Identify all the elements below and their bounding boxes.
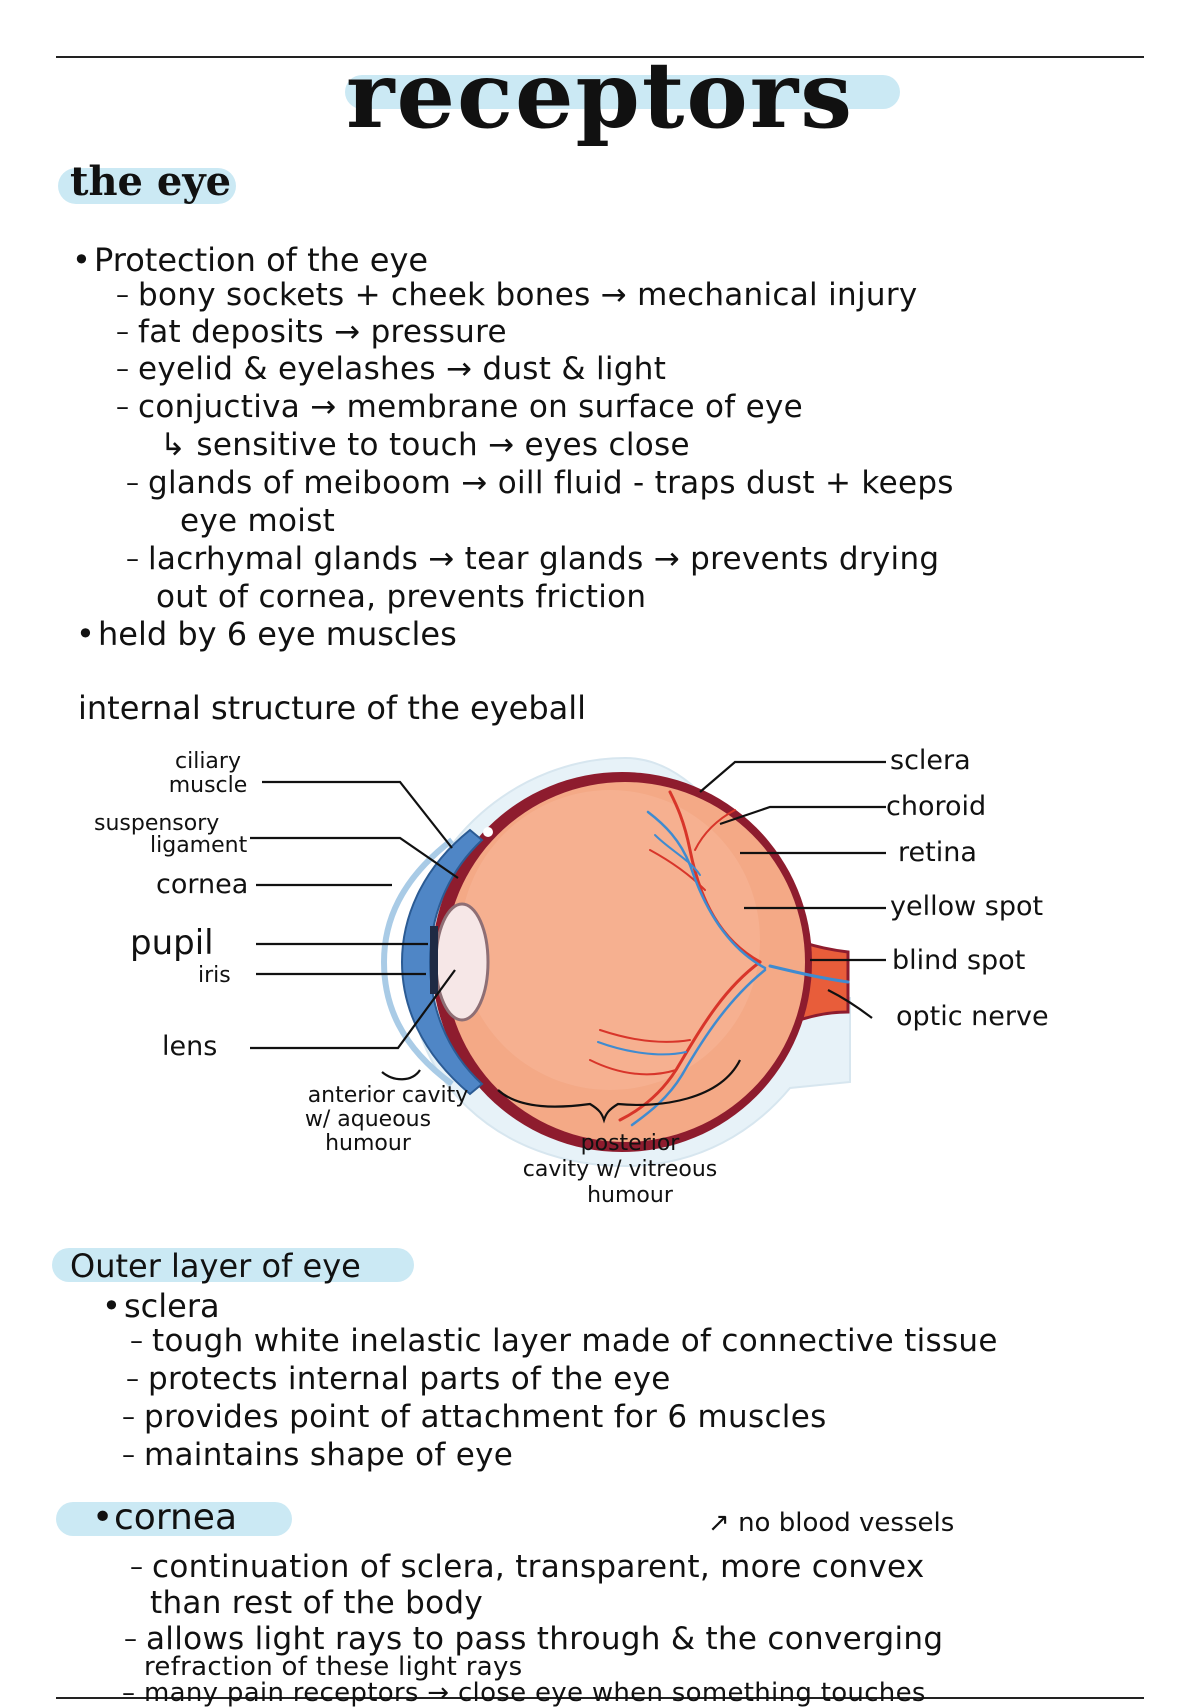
leader-lines-right (699, 760, 886, 1019)
label-suspensory-ligament-1: suspensory (94, 811, 220, 836)
label-posterior-cavity-2: cavity w/ vitreous (522, 1157, 718, 1182)
cornea-item: continuation of sclera, transparent, mor… (130, 1548, 924, 1586)
sclera-item: maintains shape of eye (122, 1436, 513, 1474)
label-pupil: pupil (130, 923, 214, 963)
label-sclera: sclera (890, 745, 971, 776)
sclera-title: sclera (102, 1286, 220, 1326)
label-optic-nerve: optic nerve (896, 1001, 1049, 1032)
label-ciliary-muscle-2: muscle (168, 773, 248, 798)
protection-item: ↳ sensitive to touch → eyes close (160, 427, 690, 463)
label-blind-spot: blind spot (892, 945, 1026, 976)
label-retina: retina (898, 837, 977, 868)
label-ciliary-muscle-1: ciliary (175, 749, 241, 774)
cornea-item: allows light rays to pass through & the … (124, 1620, 943, 1658)
section-heading-outer-layer: Outer layer of eye (70, 1247, 361, 1285)
label-iris: iris (198, 963, 231, 988)
protection-item: conjuctiva → membrane on surface of eye (116, 388, 803, 426)
blood-vessels (589, 790, 850, 1127)
title-highlight (345, 75, 900, 109)
label-anterior-cavity-1: anterior cavity (307, 1083, 469, 1108)
label-posterior-cavity-3: humour (587, 1183, 673, 1208)
top-rule (56, 56, 1144, 58)
protection-item: lacrhymal glands → tear glands → prevent… (126, 540, 939, 578)
eye-shine (483, 827, 493, 837)
label-posterior-cavity-1: posterior (580, 1131, 680, 1156)
protection-item: fat deposits → pressure (116, 313, 507, 351)
lens-shape (434, 902, 490, 1022)
cornea-item: many pain receptors → close eye when som… (122, 1678, 926, 1708)
label-anterior-cavity-3: humour (325, 1131, 411, 1156)
protection-item: glands of meiboom → oill fluid - traps d… (126, 464, 954, 502)
sclera-item: protects internal parts of the eye (126, 1360, 671, 1398)
leader-lines-left (250, 780, 459, 1050)
arrow-icon: ↗ (708, 1508, 730, 1538)
protection-item: eyelid & eyelashes → dust & light (116, 350, 666, 388)
cornea-note-text: no blood vessels (738, 1508, 955, 1538)
cavity-brackets (381, 1059, 741, 1124)
section-heading-eye: the eye (70, 158, 232, 205)
sclera-item: provides point of attachment for 6 muscl… (122, 1398, 827, 1436)
cornea-item: than rest of the body (150, 1585, 484, 1621)
label-anterior-cavity-2: w/ aqueous (304, 1107, 432, 1132)
label-lens: lens (162, 1031, 218, 1062)
protection-item: eye moist (180, 503, 336, 539)
cornea-note: ↗ no blood vessels (708, 1508, 954, 1538)
sclera-item: tough white inelastic layer made of conn… (130, 1322, 998, 1360)
eyeball-highlight (460, 790, 760, 1090)
iris-shape (400, 828, 484, 1096)
heading-highlight-outer-layer (52, 1248, 414, 1282)
label-suspensory-ligament-2: ligament (150, 833, 248, 858)
protection-title: Protection of the eye (72, 240, 428, 280)
protection-item: bony sockets + cheek bones → mechanical … (116, 276, 918, 314)
cornea-curve (380, 837, 454, 1087)
muscles-note: held by 6 eye muscles (76, 614, 457, 654)
heading-highlight-eye (58, 168, 236, 204)
cornea-title: cornea (92, 1498, 237, 1539)
label-choroid: choroid (886, 791, 987, 822)
diagram-title: internal structure of the eyeball (78, 689, 587, 727)
pupil-shape (430, 926, 438, 994)
eyeball-illustration (250, 756, 886, 1168)
page-title: receptors (345, 41, 854, 149)
cornea-item: refraction of these light rays (144, 1652, 523, 1682)
label-cornea: cornea (156, 869, 249, 900)
protection-item: out of cornea, prevents friction (156, 579, 647, 615)
label-yellow-spot: yellow spot (890, 891, 1044, 922)
title-block: receptors (0, 30, 1200, 150)
eye-diagram: ciliary muscle suspensory ligament corne… (0, 700, 1200, 1230)
